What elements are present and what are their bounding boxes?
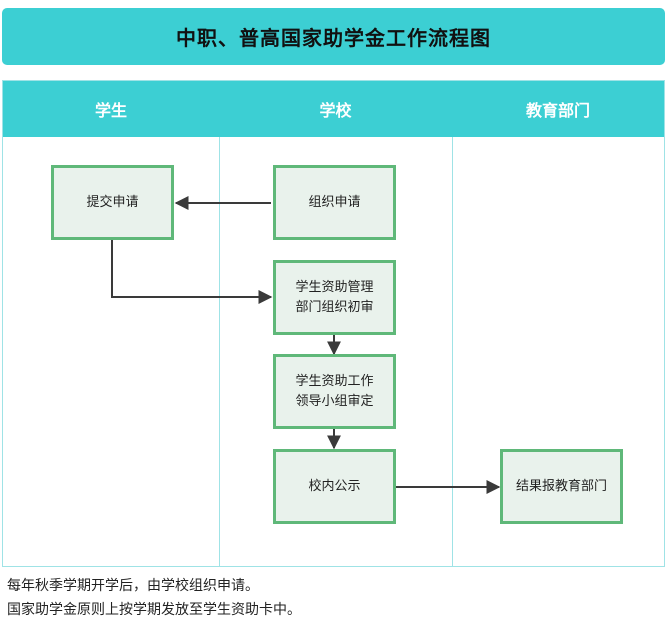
step-report-to-education-department: 结果报教育部门	[500, 449, 623, 524]
step-label: 学生资助管理 部门组织初审	[295, 279, 374, 315]
step-initial-review: 学生资助管理 部门组织初审	[273, 260, 396, 335]
step-label: 校内公示	[308, 478, 361, 494]
step-public-notice: 校内公示	[273, 449, 396, 524]
step-label: 提交申请	[86, 194, 139, 210]
lane-header-student: 学生	[3, 81, 219, 137]
step-submit-application: 提交申请	[51, 165, 174, 240]
page-title: 中职、普高国家助学金工作流程图	[176, 26, 491, 50]
step-label: 结果报教育部门	[515, 478, 607, 494]
flowchart: 学生 学校 教育部门 提交申请 组织申请 学生资助管理 部门组织初审 学生资助工…	[2, 80, 665, 567]
step-label: 学生资助工作 领导小组审定	[295, 373, 374, 409]
lane-header-education-department: 教育部门	[452, 81, 664, 137]
note-line: 国家助学金原则上按学期发放至学生资助卡中。	[7, 602, 301, 618]
step-organize-application: 组织申请	[273, 165, 396, 240]
lane-header-school: 学校	[219, 81, 452, 137]
note-line: 每年秋季学期开学后，由学校组织申请。	[7, 578, 259, 594]
lane-divider	[219, 137, 220, 566]
step-label: 组织申请	[308, 194, 361, 210]
connectors	[111, 196, 501, 494]
arrow-submit-to-initial-review	[111, 239, 273, 304]
step-approval: 学生资助工作 领导小组审定	[273, 354, 396, 429]
lane-divider	[452, 137, 453, 566]
title-bar: 中职、普高国家助学金工作流程图	[2, 8, 665, 65]
